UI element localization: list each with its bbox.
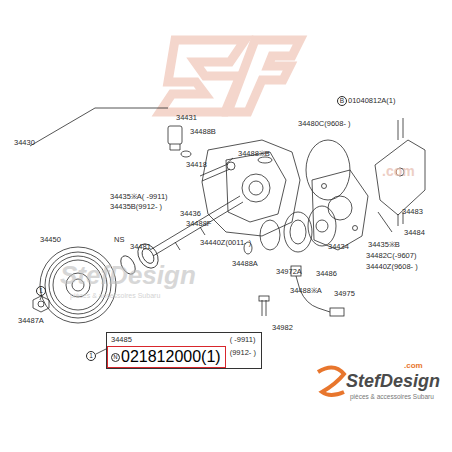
callout-number: 34488F [186,220,211,228]
callout-number: 34430 [14,139,35,147]
callout-number: 34440Z(9608- ) [366,263,418,271]
callout-number: 34982 [272,324,293,332]
watermark-text: pièces & accessoires Subaru [350,394,434,401]
table-cell: ( -9911) [226,333,261,346]
circled-mark: N [111,353,120,362]
callout-number: 01040812A(1) [348,97,396,105]
callout-number: 34972A [276,268,302,276]
callout-number: 34434 [328,243,349,251]
callout-number: 34436 [180,210,201,218]
callout-number: 34450 [40,236,61,244]
callout-number: 34431 [176,114,197,122]
callout-number: 34486 [316,270,337,278]
highlight-box: N021812000(1) [107,346,226,368]
callout-number: 34487A [18,317,44,325]
callout-number: 34488A [232,260,258,268]
pump-parts [30,108,425,354]
callout-number: 34418 [186,161,207,169]
callout-number: 34975 [334,290,355,298]
callout-number: 34440Z(0011- ) [200,239,251,247]
table-cell: 021812000(1) [121,348,221,366]
table-cell: 34485 [107,333,226,346]
callout-number: 34488B [190,128,216,136]
watermark-text: .com [382,164,415,178]
callout-number: 34488※B [238,150,270,158]
watermark-logo [160,40,300,112]
callout-number: 34482C(-9607) [366,252,416,260]
callout-number: 34488※A [290,287,322,295]
callout-number: 34484 [404,229,425,237]
circled-mark: 1 [36,286,46,296]
circled-mark: B [337,96,347,106]
callout-number: 34480C(9608- ) [298,120,351,128]
table-cell: (9912- ) [226,346,261,368]
callout-number: NS [114,236,124,244]
callout-number: 34435※B [368,241,400,249]
watermark-text: StefDesign [346,372,440,390]
callout-number: 34481 [130,243,151,251]
circled-mark: 1 [86,351,96,361]
parts-table: 34485( -9911)(9912- )N021812000(1) [106,332,262,369]
callout-number: 34435※A( -9911) [110,193,168,201]
watermark-text: StefDesign [60,262,196,288]
watermark-text: pièces & accessoires Subaru [70,292,160,299]
callout-number: 34483 [402,208,423,216]
watermark-text: .com [404,362,423,370]
logo-mark [318,367,344,395]
callout-number: 34435B(9912- ) [110,203,162,211]
